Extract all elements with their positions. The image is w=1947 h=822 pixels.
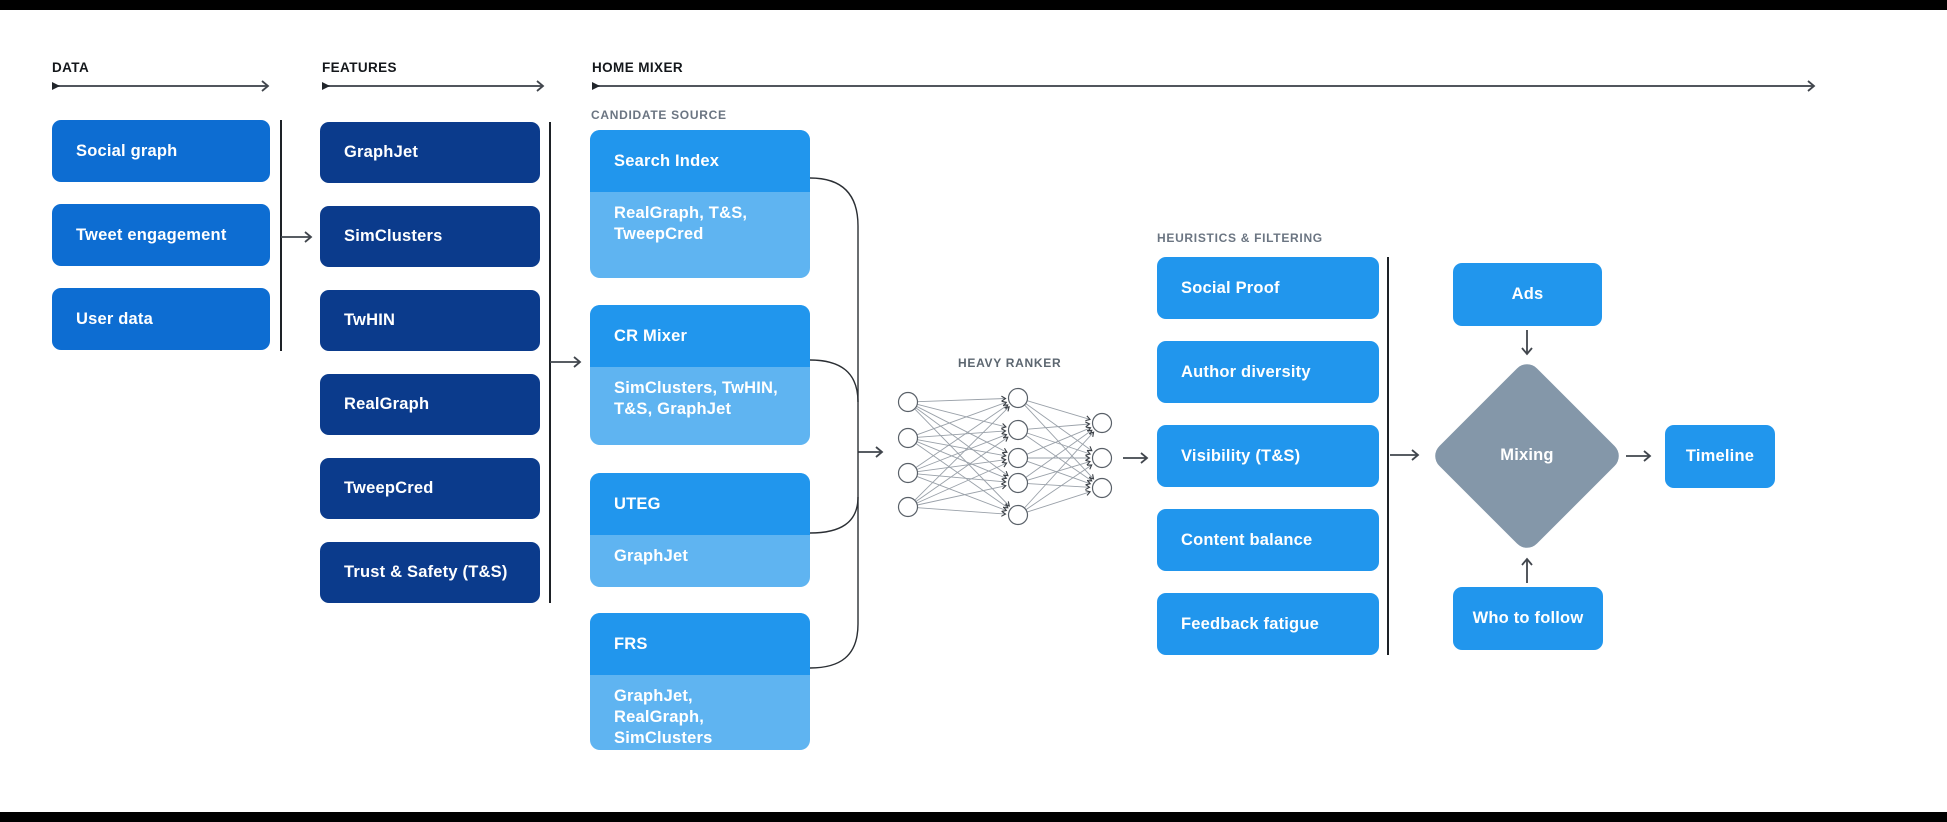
who-to-follow-box: Who to follow xyxy=(1453,587,1603,650)
bottom-frame-bar xyxy=(0,812,1947,822)
candidate-card-sources: SimClusters, TwHIN, T&S, GraphJet xyxy=(614,379,778,418)
neural-network-nodes xyxy=(897,387,1113,526)
feature-box-trust-safety: Trust & Safety (T&S) xyxy=(320,542,540,603)
heuristic-box-author-diversity: Author diversity xyxy=(1157,341,1379,403)
feature-box-simclusters: SimClusters xyxy=(320,206,540,267)
candidate-card-title: UTEG xyxy=(590,473,810,535)
candidate-card-frs: FRS GraphJet, RealGraph, SimClusters xyxy=(590,613,810,750)
feature-box-graphjet: GraphJet xyxy=(320,122,540,183)
heuristic-box-social-proof: Social Proof xyxy=(1157,257,1379,319)
candidate-card-title: Search Index xyxy=(590,130,810,192)
feature-box-tweepcred: TweepCred xyxy=(320,458,540,519)
frs-connector xyxy=(809,623,859,669)
top-frame-bar xyxy=(0,0,1947,10)
candidate-card-title: CR Mixer xyxy=(590,305,810,367)
data-section-label: DATA xyxy=(52,60,90,75)
candidate-card-search-index: Search Index RealGraph, T&S, TweepCred xyxy=(590,130,810,278)
heuristic-box-feedback-fatigue: Feedback fatigue xyxy=(1157,593,1379,655)
mixing-diamond-label: Mixing xyxy=(1500,446,1554,464)
heuristic-box-visibility: Visibility (T&S) xyxy=(1157,425,1379,487)
cr-mixer-connector xyxy=(809,359,859,403)
candidate-card-cr-mixer: CR Mixer SimClusters, TwHIN, T&S, GraphJ… xyxy=(590,305,810,445)
data-box-social-graph: Social graph xyxy=(52,120,270,182)
candidate-card-title: FRS xyxy=(590,613,810,675)
neural-network-edges xyxy=(914,395,1095,517)
timeline-box: Timeline xyxy=(1665,425,1775,488)
candidate-card-sources: RealGraph, T&S, TweepCred xyxy=(614,204,748,243)
feature-box-twhin: TwHIN xyxy=(320,290,540,351)
uteg-connector xyxy=(809,496,859,534)
candidate-source-label: CANDIDATE SOURCE xyxy=(591,108,727,122)
home-mixer-section-label: HOME MIXER xyxy=(592,60,684,75)
features-section-label: FEATURES xyxy=(322,60,397,75)
candidate-card-uteg: UTEG GraphJet xyxy=(590,473,810,587)
data-box-tweet-engagement: Tweet engagement xyxy=(52,204,270,266)
heavy-ranker-label: HEAVY RANKER xyxy=(958,356,1062,370)
heuristic-box-content-balance: Content balance xyxy=(1157,509,1379,571)
candidate-card-sources: GraphJet xyxy=(614,547,689,565)
candidate-card-sources: GraphJet, RealGraph, SimClusters xyxy=(614,687,713,747)
search-index-connector xyxy=(809,177,859,227)
data-box-user-data: User data xyxy=(52,288,270,350)
heuristics-filtering-label: HEURISTICS & FILTERING xyxy=(1157,231,1323,245)
feature-box-realgraph: RealGraph xyxy=(320,374,540,435)
ads-box: Ads xyxy=(1453,263,1602,326)
